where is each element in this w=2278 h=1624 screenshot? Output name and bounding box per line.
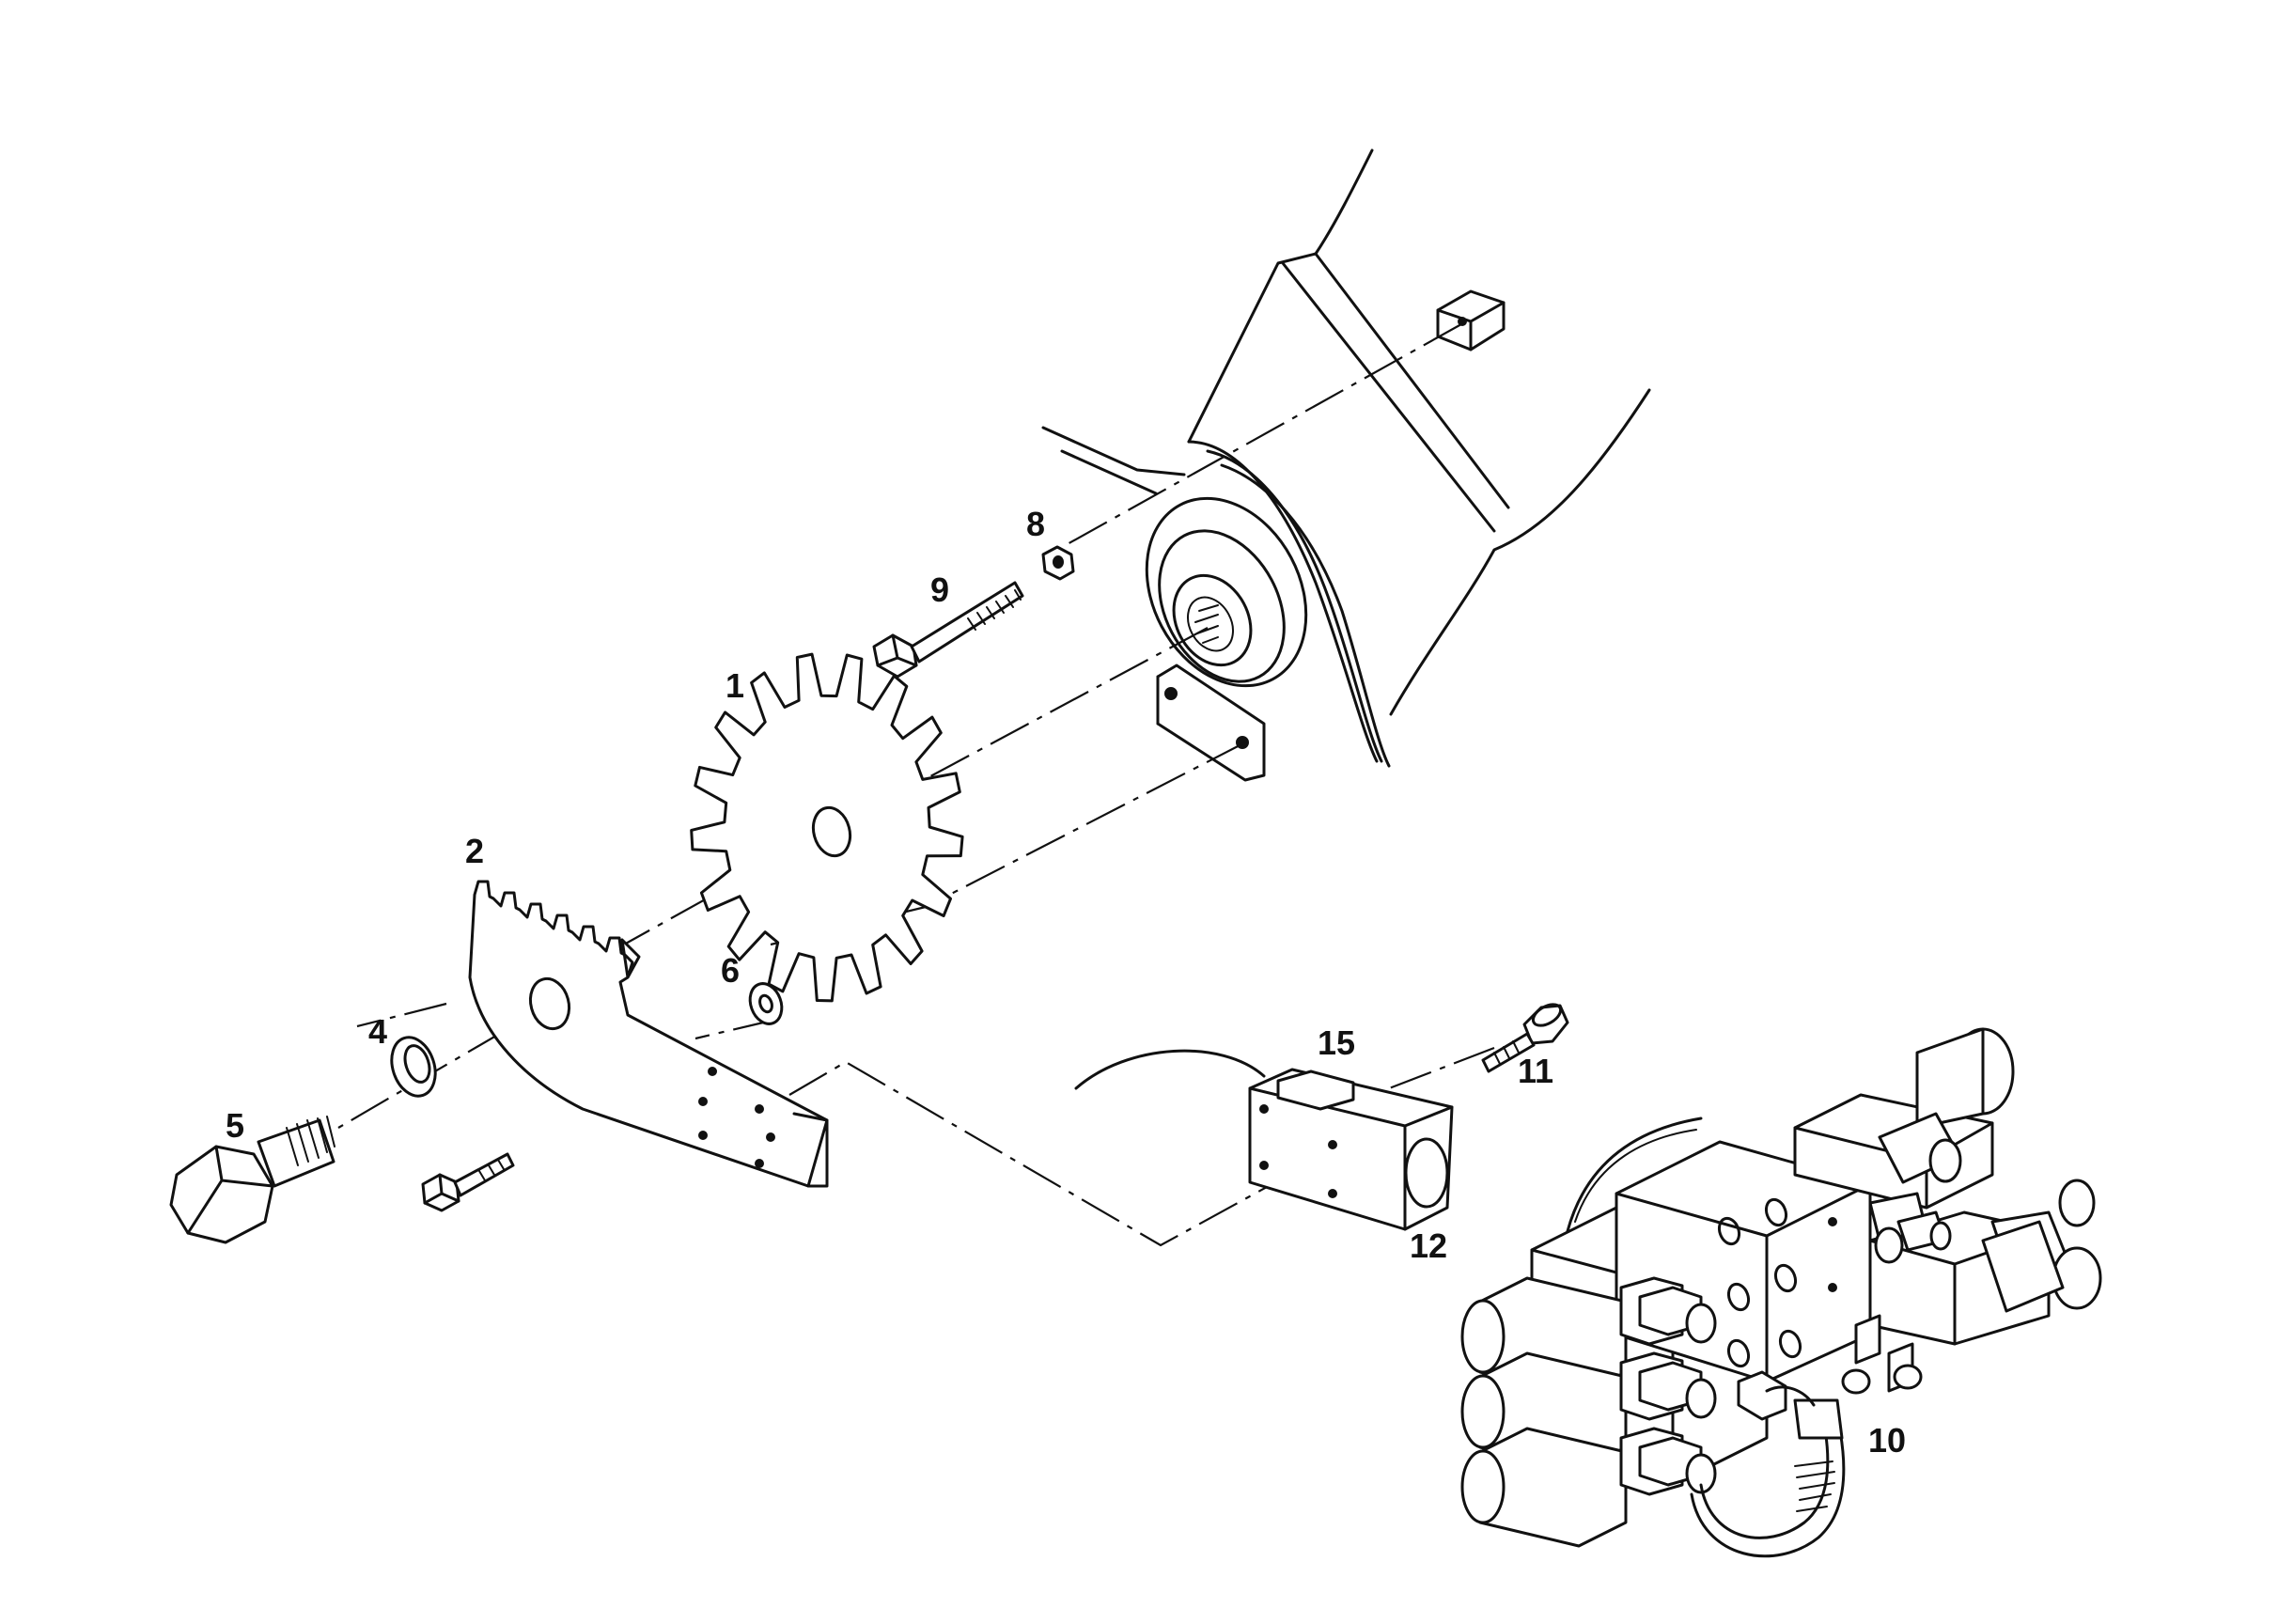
bolt-small [421,1152,515,1212]
callout-9: 9 [930,570,949,609]
callout-1: 1 [726,666,744,705]
arm-housing [1041,148,1651,768]
hose [1690,1370,1846,1558]
bolt-large [169,1116,335,1244]
callout-10: 10 [1868,1421,1906,1460]
solenoid-stack [1460,1276,1717,1548]
nut [1041,545,1075,581]
toothed-plate [468,880,829,1188]
callout-15: 15 [1318,1023,1355,1062]
sensor-block [1074,1049,1454,1231]
callout-4: 4 [368,1012,387,1051]
washer-large [390,1036,437,1098]
cap-screw [1481,1003,1569,1073]
callout-6: 6 [721,951,740,990]
hub [1145,496,1308,688]
callout-8: 8 [1026,505,1045,543]
callout-2: 2 [465,832,484,870]
square-nut [1436,289,1506,351]
callouts: 1 2 4 5 6 8 9 10 11 12 15 [226,505,1906,1460]
washer-small [748,982,784,1025]
sprocket-wheel [690,652,964,1003]
bolt-long [872,581,1024,679]
callout-5: 5 [226,1106,244,1145]
callout-11: 11 [1518,1052,1553,1090]
valve-block-assembly [1460,1027,2102,1558]
callout-12: 12 [1410,1226,1447,1265]
